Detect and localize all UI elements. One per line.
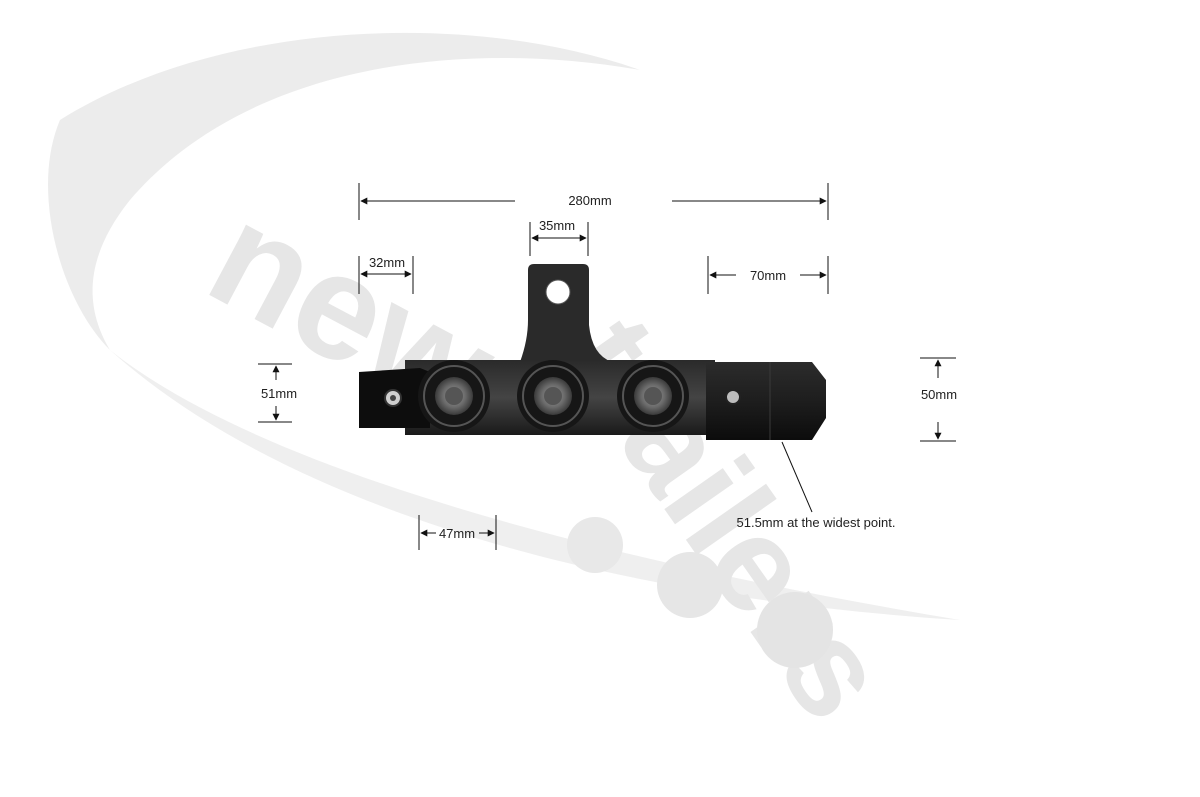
bracket-mounting-hole bbox=[545, 279, 571, 305]
dimension-label-32: 32mm bbox=[369, 255, 405, 270]
dimension-left-end-width: 32mm bbox=[358, 255, 414, 294]
roller-1 bbox=[418, 360, 490, 432]
right-block-bolt bbox=[725, 389, 741, 405]
dimension-bracket-width: 35mm bbox=[529, 218, 589, 256]
dimension-label-47: 47mm bbox=[439, 526, 475, 541]
roller-2 bbox=[517, 360, 589, 432]
dimension-left-height: 51mm bbox=[258, 363, 297, 423]
watermark-dot-3 bbox=[757, 592, 833, 668]
dimension-right-block-length: 70mm bbox=[707, 256, 829, 294]
roller-part bbox=[359, 264, 826, 440]
dimension-label-51: 51mm bbox=[261, 386, 297, 401]
dimension-right-height: 50mm bbox=[920, 357, 957, 442]
watermark-dot-1 bbox=[567, 517, 623, 573]
callout-widest-point-text: 51.5mm at the widest point. bbox=[737, 515, 896, 530]
dimension-roller-pitch: 47mm bbox=[418, 515, 497, 550]
watermark-dot-2 bbox=[657, 552, 723, 618]
dimension-overall-length: 280mm bbox=[358, 183, 829, 220]
left-end-bolt-center bbox=[390, 395, 396, 401]
right-end-block bbox=[706, 362, 826, 440]
roller-3 bbox=[617, 360, 689, 432]
mounting-bracket bbox=[520, 264, 612, 362]
callout-widest-point: 51.5mm at the widest point. bbox=[737, 441, 896, 530]
dimension-label-280: 280mm bbox=[568, 193, 611, 208]
watermark-swoosh bbox=[48, 32, 640, 351]
dimension-label-70: 70mm bbox=[750, 268, 786, 283]
dimension-label-35: 35mm bbox=[539, 218, 575, 233]
dimension-label-50: 50mm bbox=[921, 387, 957, 402]
